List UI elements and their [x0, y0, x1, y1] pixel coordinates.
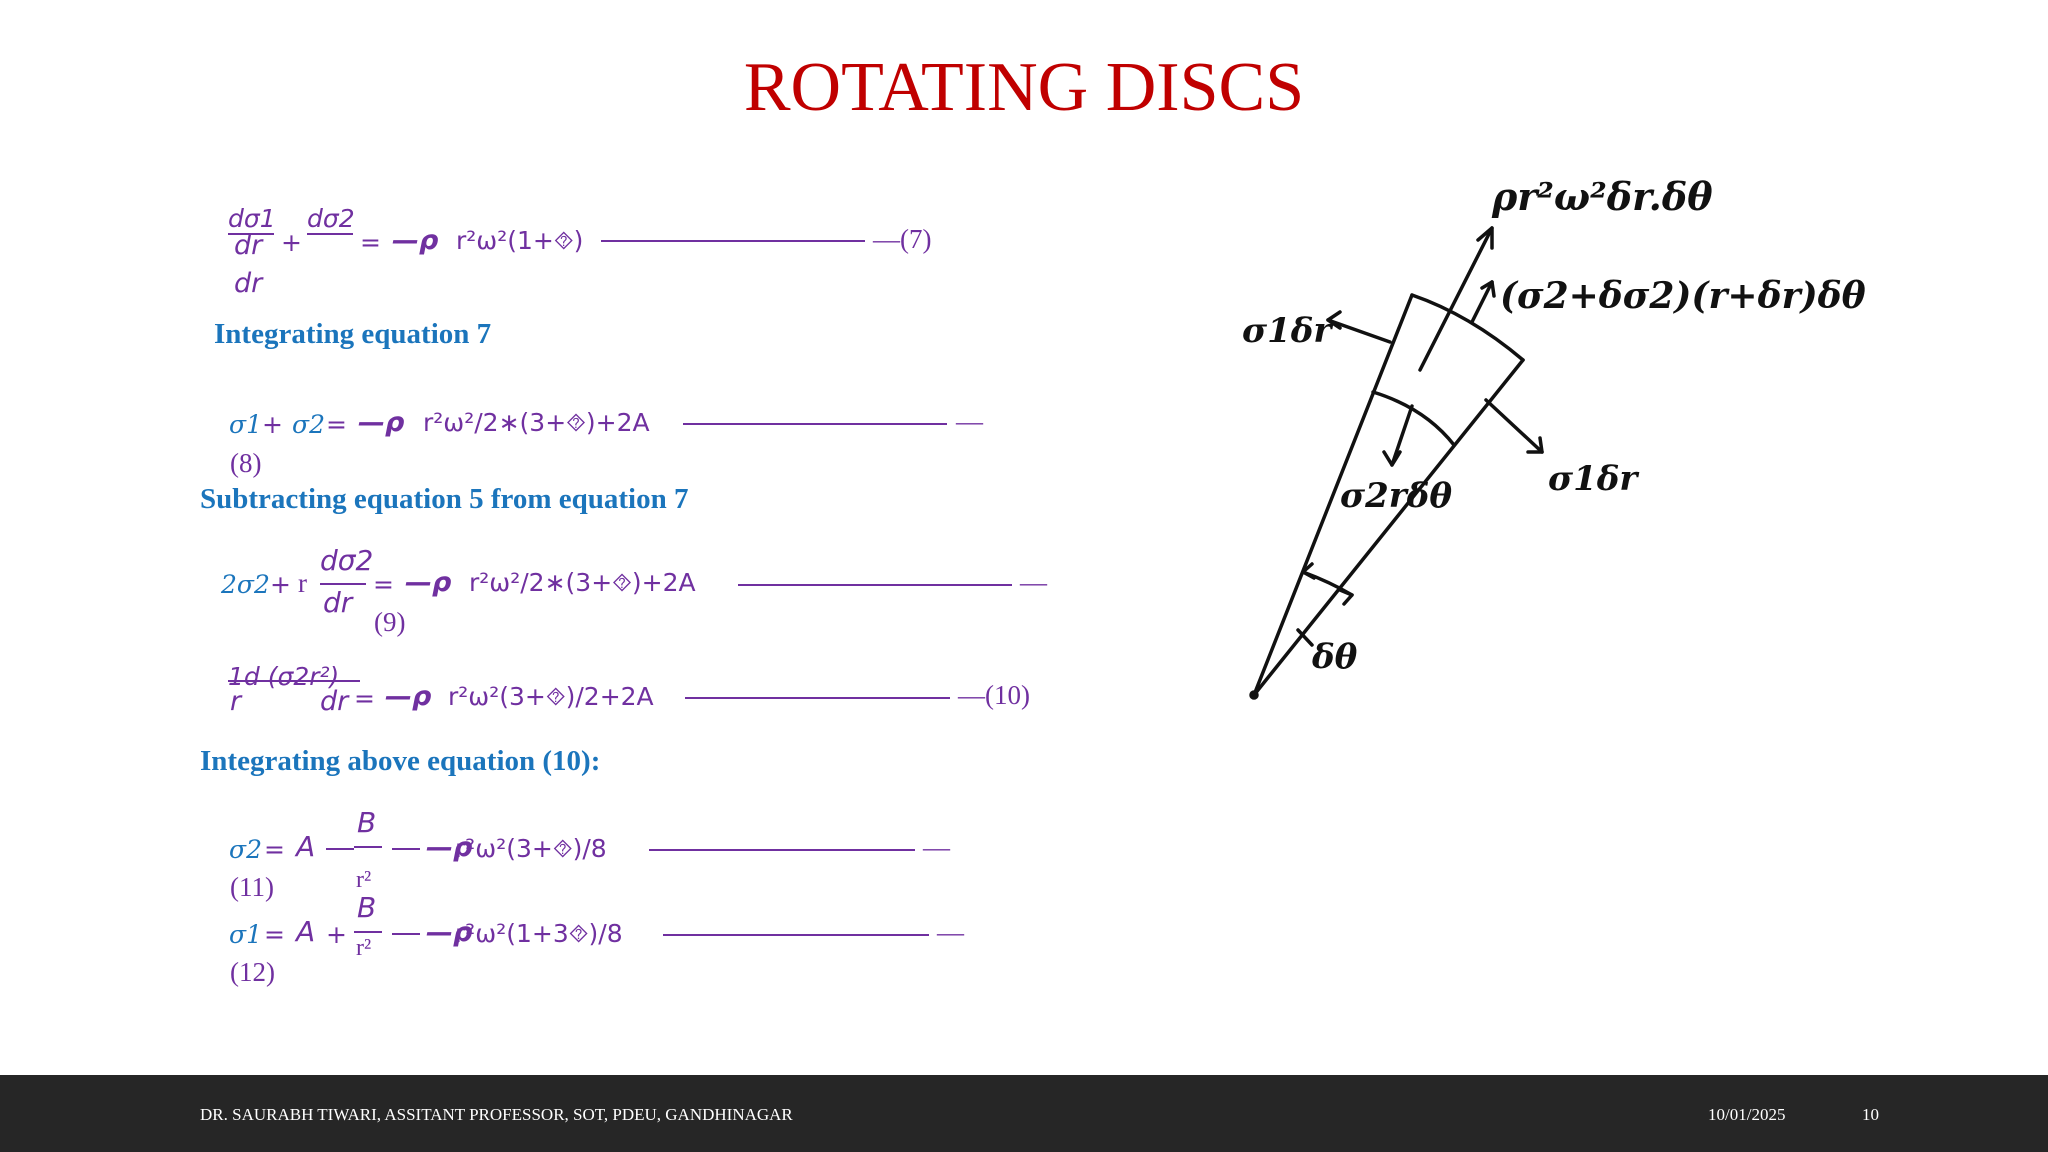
eq8-plus: + — [262, 410, 283, 439]
inner-force-label: σ2rδθ — [1340, 476, 1452, 516]
slide-title: ROTATING DISCS — [743, 49, 1305, 126]
left-face-force-arrow — [1326, 318, 1392, 344]
top-force-label: ρr²ω²δr.δθ — [1491, 174, 1713, 219]
inner-face-force-arrow — [1390, 404, 1414, 467]
eq9-equals: = — [373, 570, 394, 599]
heading-subtracting: Subtracting equation 5 from equation 7 — [200, 483, 689, 515]
eq11-dash: — — [923, 832, 950, 862]
eq8-dash-rule — [683, 423, 947, 425]
left-force-label: σ1δr — [1242, 311, 1333, 351]
eq9-den: dr — [323, 586, 353, 619]
eq11-dash-rule — [649, 849, 915, 851]
eq7-plus: + — [281, 228, 302, 257]
eq11-fraction-line — [354, 846, 382, 848]
eq10-equals: = — [354, 684, 375, 713]
footer-date: 10/01/2025 — [1708, 1105, 1786, 1124]
eq12-minus — [392, 933, 420, 935]
right-force-label: σ1δr — [1548, 459, 1639, 499]
eq7-den2: dr — [234, 268, 263, 299]
eq9-rhs: r²ω²/2∗(3+⯑)+2A — [469, 568, 696, 597]
eq10-label: —(10) — [958, 680, 1030, 710]
eq7-fraction-line — [228, 233, 274, 235]
eq10-dash-rule — [685, 697, 950, 699]
eq7-dash-rule — [601, 240, 865, 242]
outer-force-label: (σ2+δσ2)(r+δr)δθ — [1500, 275, 1866, 317]
apex-point — [1249, 690, 1259, 700]
wedge-right-side — [1252, 358, 1525, 697]
eq8-lhs2: σ2 — [292, 410, 325, 439]
heading-integrating-eq7: Integrating equation 7 — [214, 318, 492, 350]
eq7-label: —(7) — [873, 224, 932, 254]
eq7-num2: dσ2 — [307, 204, 355, 233]
eq11-rhs: r²ω²(3+⯑)/8 — [455, 834, 607, 863]
wedge-left-side — [1252, 293, 1414, 697]
eq9-lhs: 2σ2 — [221, 570, 270, 599]
eq12-lhs: σ1 — [229, 920, 262, 949]
eq12-rho: —ρ — [426, 917, 473, 948]
eq12-equals: = — [264, 920, 285, 949]
right-face-force-arrow — [1484, 398, 1544, 454]
wedge-inner-arc — [1371, 390, 1456, 447]
eq9-label: (9) — [374, 607, 406, 637]
eq9-rho: —ρ — [405, 567, 452, 598]
footer-bar — [0, 1075, 2048, 1152]
eq9-dash: — — [1020, 567, 1047, 597]
eq9-num: dσ2 — [320, 544, 374, 577]
eq11-equals: = — [264, 835, 285, 864]
eq10-rho: —ρ — [385, 681, 432, 712]
eq9-dash-rule — [738, 584, 1012, 586]
eq10-den2: dr — [320, 686, 349, 717]
eq7-den: dr — [234, 230, 263, 261]
eq11-B: B — [357, 806, 377, 839]
angle-label: δθ — [1311, 637, 1358, 677]
footer-author: DR. SAURABH TIWARI, ASSITANT PROFESSOR, … — [200, 1105, 793, 1124]
eq11-minus — [326, 848, 354, 850]
eq10-rhs: r²ω²(3+⯑)/2+2A — [448, 682, 654, 711]
outer-face-force-arrow — [1470, 280, 1494, 324]
eq10-fraction-line — [228, 680, 360, 682]
eq9-fraction-line — [320, 583, 366, 585]
eq12-dash: — — [937, 917, 964, 947]
eq11-den: r² — [356, 867, 372, 893]
wedge-outer-arc — [1410, 293, 1525, 362]
eq12-fraction-line — [354, 931, 382, 933]
eq8-rho: —ρ — [358, 407, 405, 438]
eq10-num: 1d (σ2r²) — [228, 662, 340, 691]
eq12-plus: + — [326, 920, 347, 949]
eq8-dash: — — [956, 406, 983, 436]
eq12-dash-rule — [663, 934, 929, 936]
eq7-equals: = — [360, 228, 381, 257]
eq7-fraction-line-2 — [307, 233, 353, 235]
eq11-lhs: σ2 — [229, 835, 262, 864]
eq11-rho: —ρ — [426, 832, 473, 863]
eq8-rhs: r²ω²/2∗(3+⯑)+2A — [423, 408, 650, 437]
eq8-equals: = — [326, 410, 347, 439]
top-force-arrow — [1418, 226, 1494, 372]
eq9-r: r — [298, 568, 307, 598]
eq8-lhs1: σ1 — [229, 410, 262, 439]
heading-integrating-eq10: Integrating above equation (10): — [200, 745, 601, 777]
eq12-B: B — [357, 891, 377, 924]
eq12-rhs: r²ω²(1+3⯑)/8 — [455, 919, 623, 948]
eq11-minus-2 — [392, 848, 420, 850]
eq7-rhs: r²ω²(1+⯑) — [456, 226, 584, 255]
eq11-A: A — [296, 830, 316, 863]
footer-page-number: 10 — [1862, 1105, 1879, 1124]
eq9-plus: + — [270, 570, 291, 599]
eq12-A: A — [296, 915, 316, 948]
eq11-label: (11) — [230, 872, 274, 902]
eq10-den1: r — [230, 686, 242, 717]
eq7-num1: dσ1 — [228, 204, 276, 233]
disc-element-diagram: ρr²ω²δr.δθ (σ2+δσ2)(r+δr)δθ σ1δr σ1δr σ2… — [1242, 174, 1866, 700]
eq12-den: r² — [356, 935, 372, 961]
eq8-label: (8) — [230, 448, 262, 478]
eq7-rho: —ρ — [392, 225, 439, 256]
eq12-label: (12) — [230, 957, 275, 987]
